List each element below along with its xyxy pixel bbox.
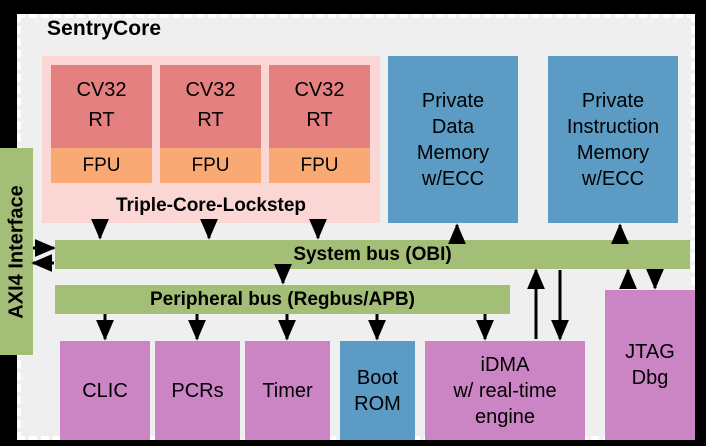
private-data-memory-line3: Memory: [416, 141, 490, 164]
private-instruction-memory-line3: Memory: [576, 141, 650, 164]
core-sub-1: RT: [88, 109, 115, 131]
clic-block: CLIC: [60, 341, 150, 440]
system-bus-block: System bus (OBI): [55, 240, 690, 269]
fpu-block-2: FPU: [160, 148, 261, 183]
boot-rom-block: Boot ROM: [340, 341, 415, 440]
core-name-1: CV32: [76, 79, 127, 101]
core-name-3: CV32: [294, 79, 345, 101]
private-instruction-memory-line1: Private: [581, 89, 645, 112]
core-sub-3: RT: [306, 109, 333, 131]
private-instruction-memory-line2: Instruction: [566, 115, 660, 138]
private-instruction-memory-block: Private Instruction Memory w/ECC: [548, 56, 678, 223]
private-instruction-memory-line4: w/ECC: [581, 167, 645, 190]
core-block-2: CV32 RT FPU: [160, 65, 261, 183]
fpu-block-3: FPU: [269, 148, 370, 183]
core-block-1: CV32 RT FPU: [51, 65, 152, 183]
page-title: SentryCore: [47, 17, 162, 40]
timer-block: Timer: [245, 341, 330, 440]
pcrs-label: PCRs: [171, 379, 224, 402]
boot-rom-line2: ROM: [354, 392, 401, 415]
core-block-3: CV32 RT FPU: [269, 65, 370, 183]
clic-label: CLIC: [82, 379, 128, 402]
core-name-2: CV32: [185, 79, 236, 101]
pcrs-block: PCRs: [155, 341, 240, 440]
jtag-dbg-block: JTAG Dbg: [605, 290, 695, 440]
jtag-line1: JTAG: [625, 341, 675, 363]
triple-core-lockstep-container: CV32 RT FPU CV32 RT FPU CV32 RT FPU Trip…: [42, 56, 380, 223]
private-data-memory-line1: Private: [421, 89, 485, 112]
private-data-memory-line2: Data: [431, 115, 475, 138]
boot-rom-line1: Boot: [356, 366, 399, 389]
private-data-memory-line4: w/ECC: [421, 167, 485, 190]
core-sub-2: RT: [197, 109, 224, 131]
axi4-interface-block: AXI4 Interface: [0, 148, 33, 355]
idma-line1: iDMA: [480, 353, 530, 376]
idma-line2: w/ real-time: [453, 379, 557, 402]
timer-label: Timer: [262, 379, 313, 402]
axi4-interface-label: AXI4 Interface: [5, 184, 27, 319]
fpu-block-1: FPU: [51, 148, 152, 183]
jtag-line2: Dbg: [631, 367, 669, 389]
peripheral-bus-block: Peripheral bus (Regbus/APB): [55, 285, 510, 314]
idma-line3: engine: [474, 405, 536, 428]
idma-block: iDMA w/ real-time engine: [425, 341, 585, 440]
triple-core-lockstep-label: Triple-Core-Lockstep: [115, 195, 307, 216]
private-data-memory-block: Private Data Memory w/ECC: [388, 56, 518, 223]
